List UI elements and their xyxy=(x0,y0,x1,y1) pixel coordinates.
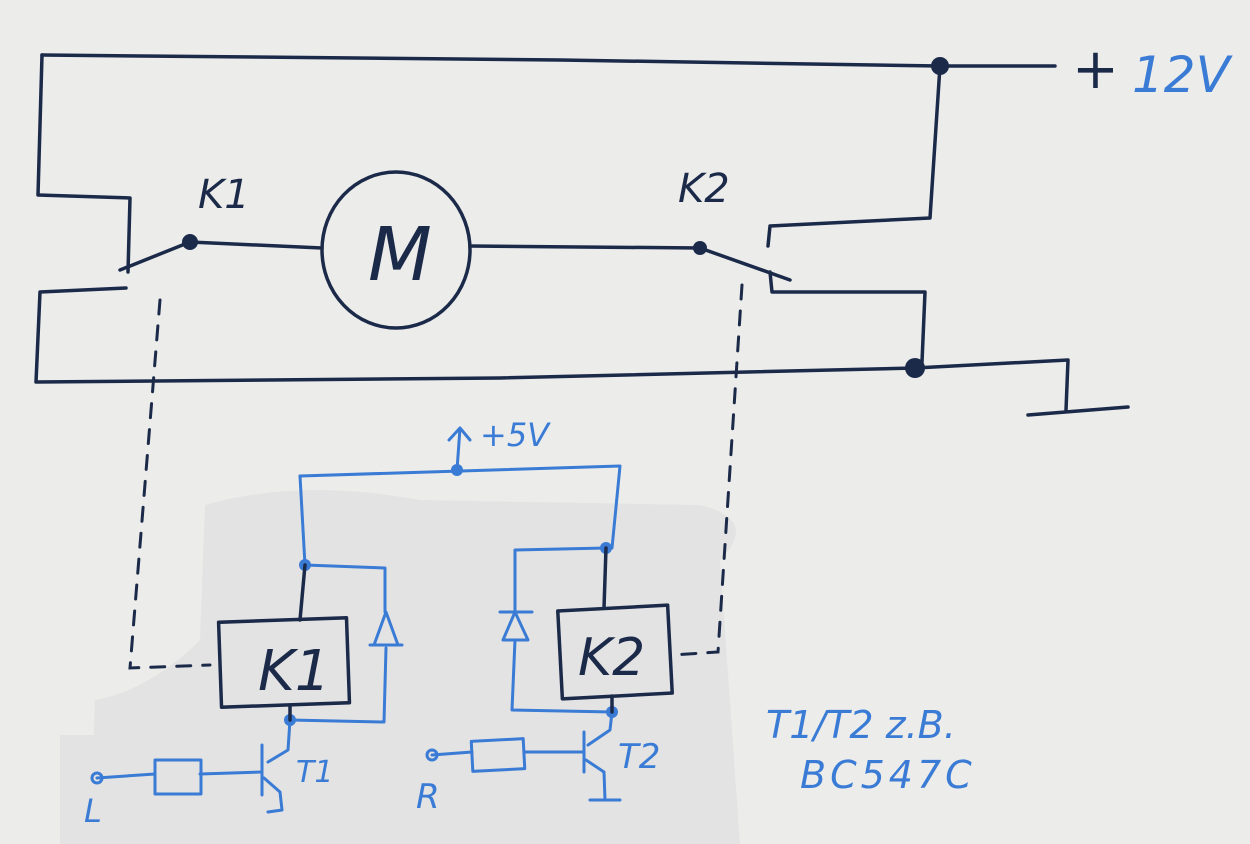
k1-diode-top xyxy=(303,563,387,614)
junction-k1 xyxy=(182,234,198,250)
five-volt-arrow xyxy=(447,426,472,472)
five-volt-rail xyxy=(298,464,622,550)
k1-to-motor xyxy=(188,240,324,250)
k2-mechanical-link xyxy=(670,283,744,657)
top-rail xyxy=(40,53,1057,68)
junction-5v xyxy=(451,464,463,476)
input-l-terminal xyxy=(90,771,104,785)
t1-collector xyxy=(266,718,292,764)
left-supply-drop xyxy=(298,474,307,567)
t2-input-wire xyxy=(430,750,586,757)
left-loop-upper xyxy=(36,53,132,274)
t1-emitter xyxy=(262,776,284,814)
labels: + 12V K1 K2 M +5V K1 K2 T1 T2 L R T1/T2 … xyxy=(84,37,1234,830)
t1-input-wire xyxy=(95,770,264,780)
motor-circle xyxy=(320,170,472,330)
transistor-t2-label: T2 xyxy=(618,737,660,777)
input-r-terminal xyxy=(425,748,439,762)
motor-label: M xyxy=(368,212,432,298)
junction-ground xyxy=(905,358,925,378)
input-r-label: R xyxy=(416,777,440,817)
contact-k1-label: K1 xyxy=(198,172,250,218)
k2-diode-bottom xyxy=(510,638,614,714)
driver-highlight xyxy=(60,490,740,844)
ground-symbol xyxy=(1026,405,1130,417)
note-line-2: BC547C xyxy=(800,753,976,797)
voltage-5v-label: +5V xyxy=(480,416,551,454)
relay-boxes xyxy=(216,546,674,722)
k2-diode-top xyxy=(513,546,608,612)
t2-base-resistor xyxy=(469,737,527,773)
k2-coil-lead-top xyxy=(602,546,608,610)
right-lower-branch xyxy=(768,270,927,364)
t2-emitter xyxy=(584,758,622,802)
right-upper-branch xyxy=(766,64,942,248)
k1-diode-bottom xyxy=(288,646,388,724)
ground-wire xyxy=(913,358,1070,412)
relay-k2-box xyxy=(556,603,674,701)
driver-circuit xyxy=(90,426,622,814)
relay-k1-box xyxy=(216,616,352,709)
k2-switch-blade xyxy=(698,246,792,282)
k1-mechanical-link xyxy=(128,298,212,670)
relay-k1-label: K1 xyxy=(258,639,330,704)
motor-to-k2 xyxy=(468,244,702,250)
junction-12v xyxy=(931,57,949,75)
left-loop-lower xyxy=(34,286,917,384)
relay-k2-label: K2 xyxy=(578,628,645,688)
plus-sign: + xyxy=(1072,37,1119,102)
transistor-t1-label: T1 xyxy=(296,755,333,790)
note-line-1: T1/T2 z.B. xyxy=(766,703,956,747)
voltage-12v-label: 12V xyxy=(1132,46,1234,104)
junction-k2 xyxy=(693,241,707,255)
k1-switch-blade xyxy=(118,240,192,272)
input-l-label: L xyxy=(84,792,102,830)
contact-k2-label: K2 xyxy=(678,166,730,212)
t2-collector xyxy=(586,710,614,747)
k1-coil-lead-top xyxy=(298,563,307,622)
t1-base-resistor xyxy=(153,758,203,796)
motor-circuit xyxy=(34,53,1130,670)
k1-diode-symbol xyxy=(368,610,404,647)
